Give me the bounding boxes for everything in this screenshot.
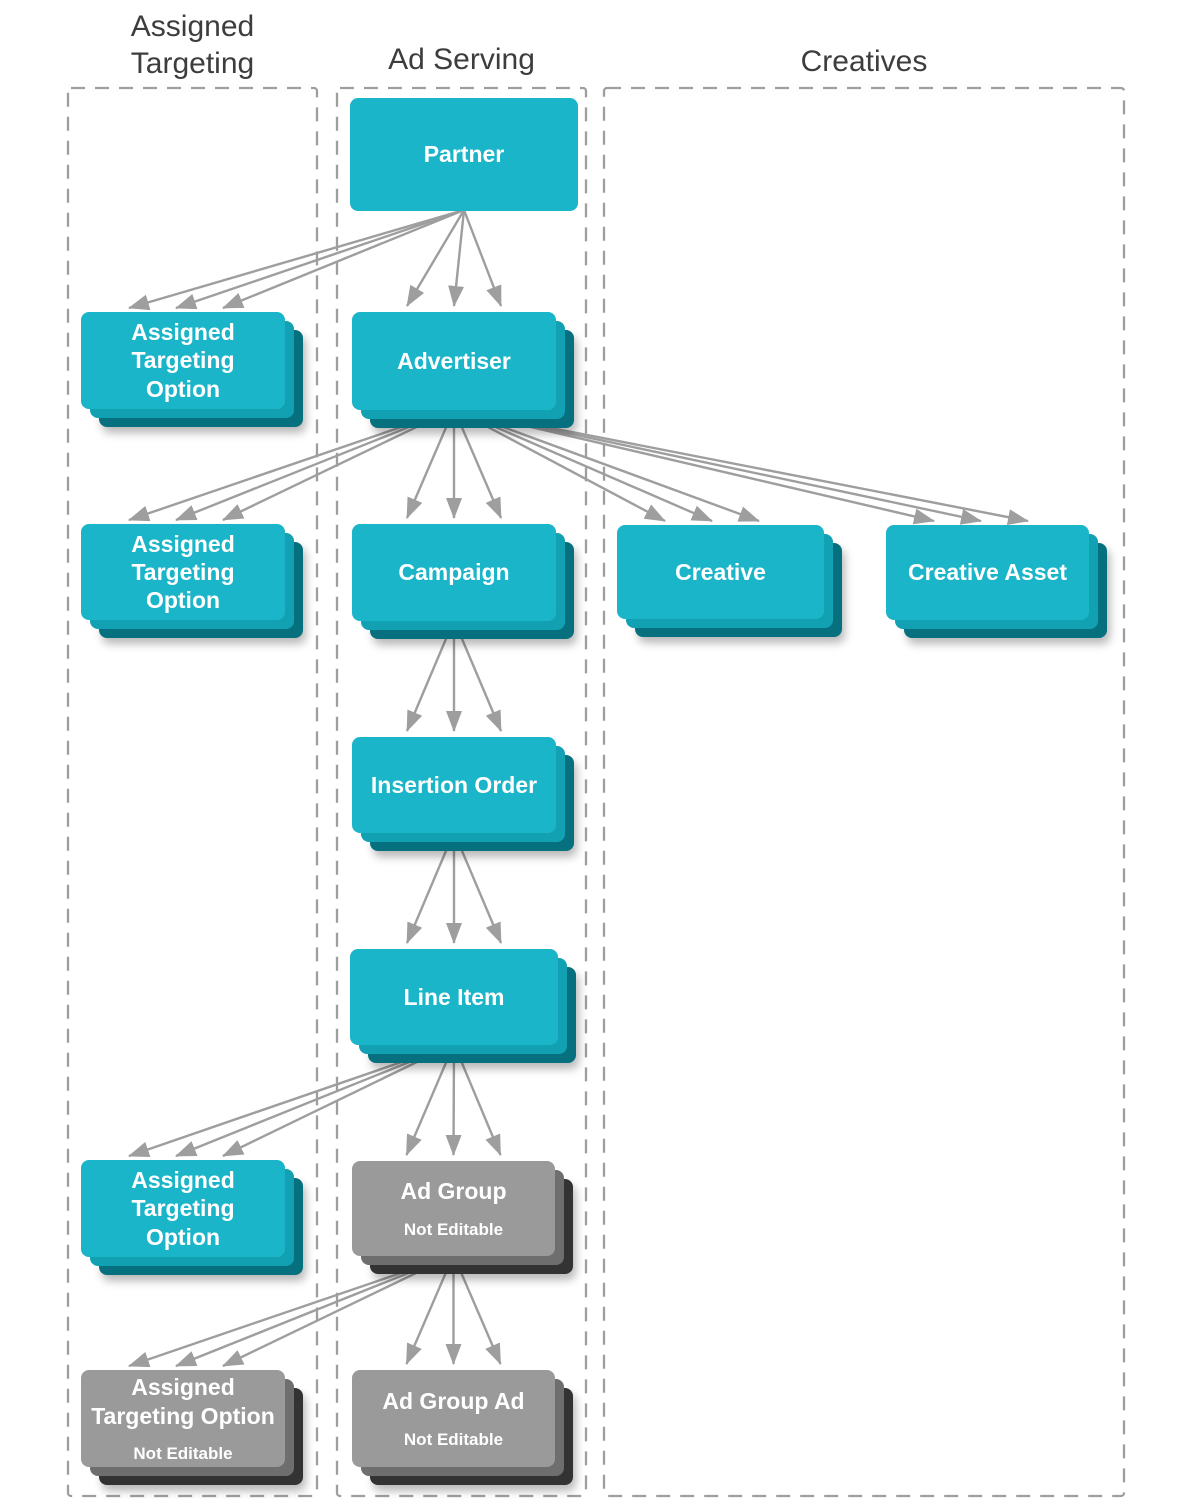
- node-label: Advertiser: [397, 347, 511, 374]
- node-label: Assigned Targeting Option: [131, 530, 235, 614]
- edge-partner-to-advertiser: [405, 209, 466, 307]
- edge-line-item-to-assigned-targeting-option-3: [128, 1042, 455, 1158]
- edge-advertiser-to-campaign: [405, 408, 456, 519]
- edge-line-item-to-assigned-targeting-option-3: [222, 1042, 455, 1158]
- node-label: Ad Group Ad: [382, 1388, 525, 1415]
- edge-ad-group-to-assigned-targeting-option-4: [128, 1253, 454, 1368]
- node-label: Campaign: [398, 559, 510, 586]
- node-ad-group-ad: Ad Group Ad Not Editable: [352, 1370, 555, 1467]
- edge-advertiser-to-assigned-targeting-option-2: [175, 407, 455, 522]
- edge-ad-group-to-assigned-targeting-option-4: [175, 1253, 454, 1368]
- edge-advertiser-to-campaign: [452, 408, 503, 519]
- node-label: Line Item: [403, 983, 505, 1010]
- node-assigned-targeting-option-3: Assigned Targeting Option: [81, 1160, 285, 1257]
- edge-campaign-to-insertion-order: [405, 619, 456, 732]
- edge-arrows: [128, 208, 1029, 1368]
- column-header-assigned-targeting: Assigned Targeting: [130, 10, 255, 80]
- edge-ad-group-to-assigned-targeting-option-4: [222, 1253, 455, 1368]
- node-advertiser: Advertiser: [352, 312, 556, 410]
- edge-advertiser-to-creative: [453, 407, 713, 523]
- node-label: Ad Group: [400, 1178, 507, 1205]
- node-label: Assigned Targeting Option: [131, 319, 235, 402]
- edge-partner-to-assigned-targeting-option-1: [128, 208, 465, 311]
- edge-insertion-order-to-line-item: [452, 831, 503, 944]
- edge-insertion-order-to-line-item: [405, 831, 456, 944]
- node-label: Assigned Targeting Option: [91, 1374, 275, 1429]
- edge-partner-to-assigned-targeting-option-1: [175, 208, 465, 310]
- edge-partner-to-assigned-targeting-option-1: [222, 208, 465, 310]
- column-header-ad-serving: Ad Serving: [388, 43, 535, 76]
- edge-campaign-to-insertion-order: [452, 619, 503, 732]
- edge-advertiser-to-creative-asset: [453, 407, 1029, 526]
- node-label: Partner: [423, 141, 505, 168]
- edge-advertiser-to-assigned-targeting-option-2: [222, 407, 455, 522]
- column-outline-creatives: [602, 86, 1126, 1498]
- column-outline-assigned-targeting: [66, 86, 319, 1498]
- edge-ad-group-to-ad-group-ad: [405, 1254, 455, 1365]
- node-creative: Creative: [617, 525, 824, 619]
- edge-partner-to-advertiser: [462, 209, 503, 307]
- node-sublabel: Not Editable: [133, 1443, 233, 1463]
- edge-line-item-to-assigned-targeting-option-3: [175, 1042, 455, 1158]
- node-creative-asset: Creative Asset: [886, 525, 1089, 620]
- node-line-item: Line Item: [350, 949, 558, 1045]
- edge-partner-to-advertiser: [448, 209, 466, 307]
- edge-advertiser-to-creative-asset: [453, 407, 982, 525]
- node-insertion-order: Insertion Order: [352, 737, 556, 833]
- edge-advertiser-to-creative: [453, 407, 760, 523]
- node-sublabel: Not Editable: [403, 1429, 504, 1449]
- edge-line-item-to-ad-group: [452, 1043, 502, 1156]
- edge-line-item-to-ad-group: [405, 1043, 456, 1156]
- node-label: Creative Asset: [908, 559, 1067, 586]
- node-assigned-targeting-option-1: Assigned Targeting Option: [81, 312, 285, 409]
- edge-advertiser-to-creative-asset: [453, 407, 935, 525]
- edge-advertiser-to-assigned-targeting-option-2: [128, 407, 455, 522]
- node-assigned-targeting-option-2: Assigned Targeting Option: [81, 524, 285, 620]
- node-partner: Partner: [350, 98, 578, 211]
- node-sublabel: Not Editable: [403, 1219, 504, 1239]
- node-label: Creative: [675, 558, 766, 585]
- node-label: Assigned Targeting Option: [131, 1167, 235, 1250]
- edge-advertiser-to-creative: [453, 407, 666, 523]
- edge-ad-group-to-ad-group-ad: [452, 1254, 502, 1365]
- node-label: Insertion Order: [370, 771, 538, 798]
- column-header-creatives: Creatives: [800, 45, 928, 78]
- node-campaign: Campaign: [352, 524, 556, 621]
- column-outline-ad-serving: [335, 86, 588, 1498]
- edge-line-item-to-ad-group: [445, 1043, 462, 1156]
